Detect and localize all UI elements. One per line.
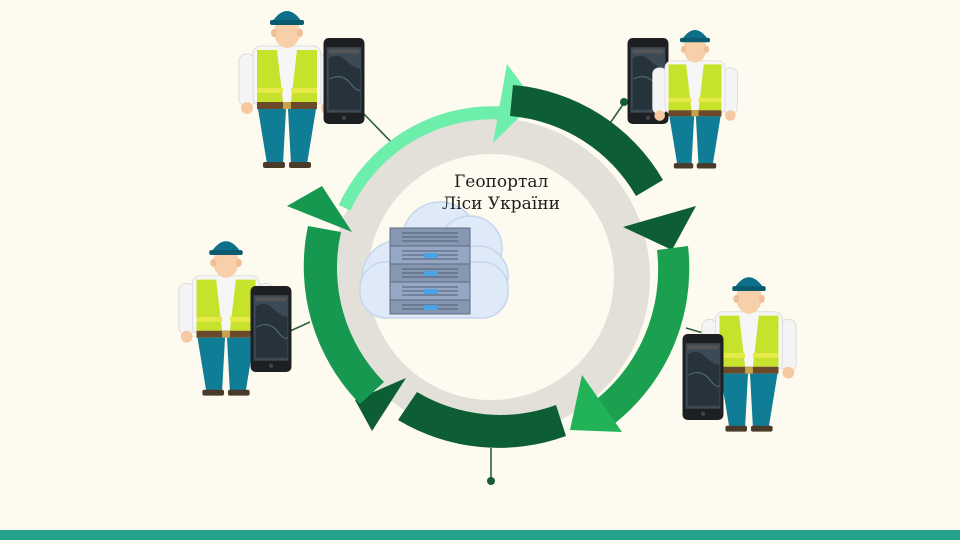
phone-top-left xyxy=(323,38,365,124)
worker-top-right xyxy=(627,29,738,169)
bottom-bar xyxy=(0,530,960,540)
diagram-title-line-1: Геопортал xyxy=(454,172,549,192)
cycle-arrow-dark-green-top xyxy=(510,85,663,196)
cycle-arrows xyxy=(287,64,696,448)
connector-dot-bottom xyxy=(487,477,495,485)
cycle-arrow-light-green xyxy=(338,106,510,211)
cycle-arrowhead-dark-green-bottom xyxy=(355,378,406,431)
cycle-arrowhead-bright-green xyxy=(570,375,622,432)
cycle-arrow-bright-green xyxy=(589,246,690,430)
phone-right xyxy=(682,334,724,420)
connector-dot-top-right xyxy=(620,98,628,106)
diagram-title-line-2: Ліси України xyxy=(442,194,560,214)
worker-right xyxy=(682,276,797,433)
cycle-arrow-mid-green xyxy=(303,226,384,404)
worker-top-left xyxy=(238,10,365,169)
cycle-arrowhead-dark-green-top xyxy=(623,206,696,250)
phone-left xyxy=(250,286,292,372)
worker-left xyxy=(178,240,292,397)
server-cloud-icon xyxy=(359,201,509,319)
cycle-arrow-dark-green-bottom xyxy=(398,392,566,448)
cycle-arrowhead-mid-green xyxy=(287,186,352,232)
